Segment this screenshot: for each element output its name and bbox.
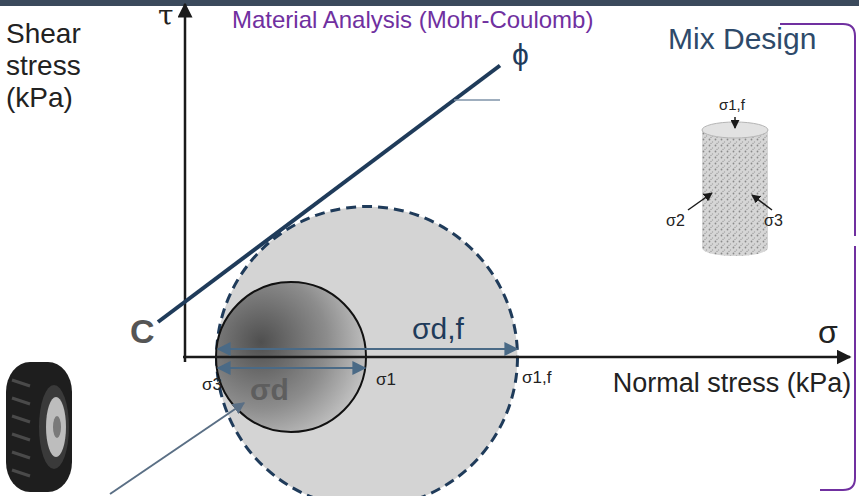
failure-circle: σd,f σd [215,205,519,496]
leader-line [110,403,244,494]
stress-label: σ3 [764,212,783,230]
slide-title: Material Analysis (Mohr-Coulomb) [232,6,593,34]
header-band [0,0,859,6]
circle-outline [215,281,367,433]
panel-heading: Mix Design [668,22,816,57]
stress-label: σ2 [666,212,685,230]
circle-outline [215,205,519,496]
failure-envelope [158,66,500,323]
cohesion-label: C [130,312,155,351]
axis-title: Normal stress (kPa) [612,368,852,399]
stress-circle: σd [215,281,367,433]
tire-icon [6,362,72,492]
circle-label: σd [250,375,289,405]
dimension-arrow [218,367,365,369]
specimen-cylinder [688,117,772,256]
circle-label: σd,f [412,314,464,344]
angle-symbol: ϕ [512,38,529,73]
axis-title: Shear stress (kPa) [6,18,114,115]
dimension-arrow [218,348,517,350]
angle-reference [454,99,500,101]
stress-label: σ1,f [719,96,745,113]
stress-label: σ3 [202,375,222,395]
axis-symbol: τ [158,0,174,32]
tau-axis [184,4,187,362]
axis-symbol: σ [818,314,838,351]
sigma-axis [183,356,850,359]
stress-label: σ1,f [522,368,551,388]
stress-label: σ1 [376,370,396,390]
panel-border [780,24,855,236]
